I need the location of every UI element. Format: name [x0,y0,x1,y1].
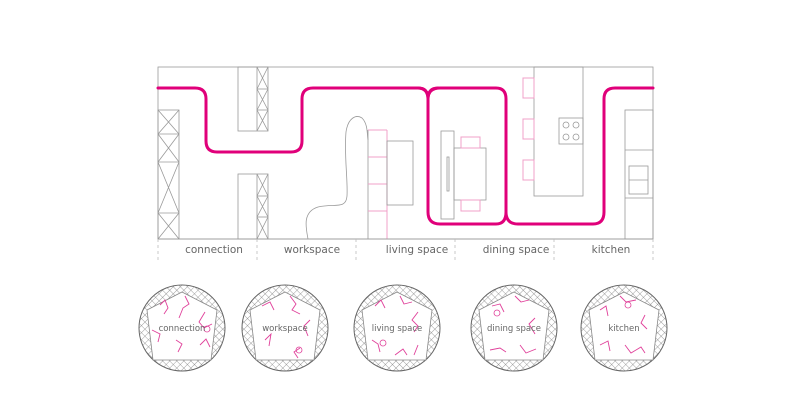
kitchen-island [522,66,584,197]
circle-label-connection: connection [159,324,206,334]
circle-label-workspace: workspace [262,324,308,334]
bar-stool [522,118,535,140]
path-junction [416,86,440,101]
circle-diagrams: connection workspace living space dining… [138,284,668,372]
circle-kitchen: kitchen [580,284,668,372]
chair [460,136,481,149]
circle-label-dining: dining space [487,324,541,334]
circle-dining: dining space [470,284,558,372]
bar-stool [522,77,535,99]
lower-partition [237,173,269,240]
circle-label-kitchen: kitchen [608,324,639,334]
circle-living: living space [353,284,441,372]
upper-partition [237,66,269,132]
circle-connection: connection [138,284,226,372]
floor-plan: connection workspace living space dining… [156,66,655,262]
stove [558,117,584,145]
chair [460,199,481,212]
zone-label-kitchen: kitchen [592,244,631,256]
bar-stool [522,159,535,181]
tv-console [386,140,414,206]
sofa [305,116,369,240]
zone-label-connection: connection [185,244,243,256]
kitchen-counter [624,109,654,240]
circulation-path [156,86,655,226]
circle-workspace: workspace [241,284,329,372]
zone-label-workspace: workspace [284,244,340,256]
zone-label-living: living space [386,244,448,256]
zone-label-dining: dining space [483,244,550,256]
living-shelving [367,129,414,239]
dining-table [440,130,487,220]
left-shelving [157,109,180,240]
circle-label-living: living space [372,324,423,334]
